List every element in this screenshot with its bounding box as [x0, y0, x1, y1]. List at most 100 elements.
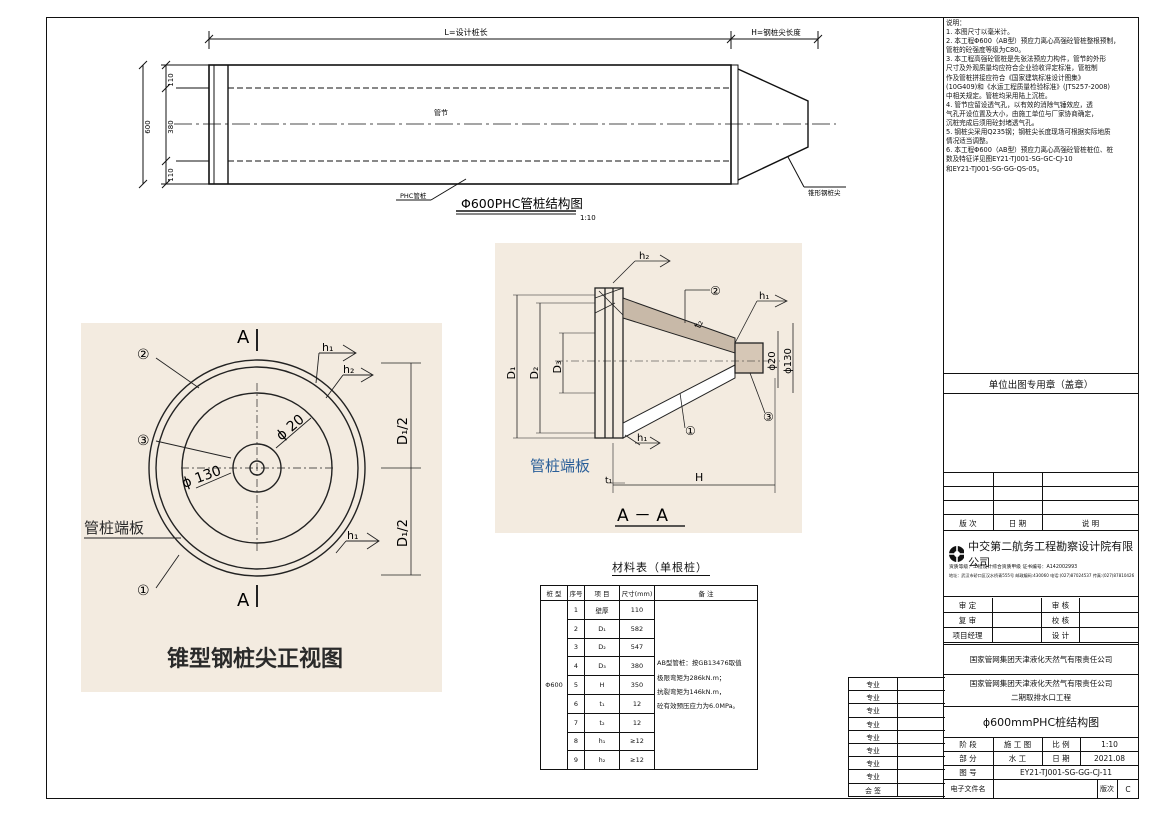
note-line: 沉桩完成后须用砼封堵透气孔。 — [946, 119, 1039, 128]
cell-no: 3 — [567, 637, 585, 658]
section-phi130: ϕ130 — [783, 348, 794, 374]
front-dim-phi130: ϕ 130 — [180, 463, 223, 492]
note-line: (10G409)和《水运工程质量检验标准》(JTS257-2008) — [946, 82, 1110, 91]
note-line: 尺寸及外观质量均应符合企业验收评定标准，管桩制 — [946, 64, 1098, 73]
section-callout-3: ③ — [763, 410, 774, 424]
date-label: 日 期 — [1052, 753, 1070, 763]
drawing-frame — [46, 17, 1139, 799]
cell-size: 12 — [619, 712, 655, 733]
front-view-title: 锥型钢桩尖正视图 — [167, 646, 343, 672]
dim-L-label: L=设计桩长 — [444, 27, 487, 37]
dim-110-bottom: 110 — [167, 168, 175, 181]
version-label: 版次 — [1100, 785, 1114, 793]
note-line: 作及管桩拼接应符合《国家建筑标准设计图集》 — [946, 73, 1085, 82]
countersign-row: 专业 — [849, 717, 945, 731]
sign-cell — [1080, 628, 1139, 643]
section-title: A － A — [617, 506, 668, 526]
date-value: 2021.08 — [1093, 753, 1125, 763]
top-drawing-title: Φ600PHC管桩结构图 — [461, 196, 583, 211]
sign-cell — [993, 598, 1042, 613]
countersign-row: 专业 — [849, 770, 945, 784]
cell-no: 4 — [567, 656, 585, 677]
cell-item: H — [584, 675, 620, 695]
front-weld-h1-top: h₁ — [322, 341, 333, 354]
scale-label: 比 例 — [1052, 739, 1070, 749]
cell-size: ≥12 — [619, 731, 655, 752]
front-dim-d1-top: D₁/2 — [396, 417, 411, 445]
cell-item: D₁ — [584, 618, 620, 639]
section-weld-h1-bottom: h₁ — [637, 433, 647, 444]
cell-item: D₂ — [584, 637, 620, 658]
dim-110-top: 110 — [167, 73, 175, 86]
project-line-1: 国家管网集团天津液化天然气有限责任公司 — [969, 678, 1113, 688]
section-weld-h2: h₂ — [639, 251, 649, 262]
client-name: 国家管网集团天津液化天然气有限责任公司 — [969, 654, 1113, 664]
sign-cell — [1080, 598, 1139, 613]
sign-cell: 复 审 — [943, 613, 993, 628]
cell-size: 12 — [619, 693, 655, 714]
version-value: C — [1125, 784, 1131, 794]
stage-value: 施 工 图 — [1003, 739, 1032, 749]
discipline-label: 专业 — [849, 691, 898, 704]
end-plate — [730, 64, 739, 185]
company-row: 中交第二航务工程勘察设计院有限公司 — [948, 538, 1136, 570]
pile-type-cell: Φ600 — [540, 599, 568, 771]
cell-item: D₃ — [584, 656, 620, 677]
cell-no: 9 — [567, 750, 585, 771]
company-logo-icon — [949, 546, 965, 562]
cell-size: 350 — [619, 675, 655, 695]
remark-line: 砼有效预压应力为6.0MPa。 — [657, 702, 740, 711]
discipline-label: 专业 — [849, 770, 898, 783]
front-dim-phi20: ϕ 20 — [273, 412, 307, 445]
discipline-label: 专业 — [849, 757, 898, 770]
remarks-cell: AB型管桩：按GB13476取值极限弯矩为286kN.m；抗裂弯矩为146kN.… — [654, 599, 758, 771]
countersign-row: 会 签 — [849, 783, 945, 797]
file-name-label: 电子文件名 — [950, 785, 986, 793]
rev-header-desc: 说 明 — [1081, 518, 1100, 528]
discipline-label: 专业 — [849, 704, 898, 717]
front-dim-d1-bottom: D₁/2 — [396, 519, 411, 547]
sign-cell — [993, 628, 1042, 643]
section-H: H — [695, 471, 703, 484]
dim-600: 600 — [144, 120, 152, 133]
stage-label: 阶 段 — [959, 739, 977, 749]
drawing-name: ϕ600mmPHC桩结构图 — [982, 716, 1100, 729]
drawing-no-value: EY21-TJ001-SG-GG-CJ-11 — [1019, 767, 1112, 777]
cell-size: 582 — [619, 618, 655, 639]
countersign-row: 专业 — [849, 730, 945, 744]
section-d1: D₁ — [505, 367, 518, 380]
seal-area-label: 单位出图专用章（盖章） — [988, 379, 1094, 391]
notes-heading: 说明： — [946, 19, 966, 27]
cell-size: 380 — [619, 656, 655, 677]
section-weld-h1-top: h₁ — [759, 291, 769, 302]
countersign-row: 专业 — [849, 678, 945, 692]
cell-size: 547 — [619, 637, 655, 658]
note-line: 4. 管节应留设透气孔，以有效的消除气锤效应，透 — [946, 100, 1093, 109]
title-block — [943, 17, 1139, 799]
note-line: 数及特征详见图EY21-TJ001-SG-GC-CJ-10 — [946, 155, 1073, 164]
cell-item: t₂ — [584, 712, 620, 733]
company-name: 中交第二航务工程勘察设计院有限公司 — [968, 540, 1134, 569]
sign-cell: 审 核 — [1042, 598, 1080, 613]
note-line: 情况适当调整。 — [946, 137, 993, 146]
remark-line: 抗裂弯矩为146kN.m， — [657, 688, 726, 697]
sign-cell: 设 计 — [1042, 628, 1080, 643]
discipline-label: 专业 — [849, 730, 898, 743]
front-view-drawing: A A ② ③ ① ϕ 20 ϕ 130 D₁/2 D₁/2 h₁ h₂ h₁ … — [84, 327, 421, 672]
remark-line: AB型管桩：按GB13476取值 — [657, 659, 742, 668]
cell-item: h₂ — [584, 750, 620, 771]
cell-item: 壁厚 — [584, 600, 620, 620]
front-end-plate-label: 管桩端板 — [84, 519, 144, 537]
sign-cell: 审 定 — [943, 598, 993, 613]
address-line: 地址：武汉市硚口区汉水桥青555号 邮政编码:430060 电话:(027)87… — [949, 573, 1135, 578]
note-line: 1. 本图尺寸以毫米计。 — [946, 28, 1014, 37]
note-line: 气孔开设位置及大小，由施工单位与厂家协商确定， — [946, 109, 1098, 118]
front-callout-2: ② — [137, 347, 150, 363]
cell-no: 7 — [567, 712, 585, 733]
section-t1: t₁ — [605, 476, 613, 486]
